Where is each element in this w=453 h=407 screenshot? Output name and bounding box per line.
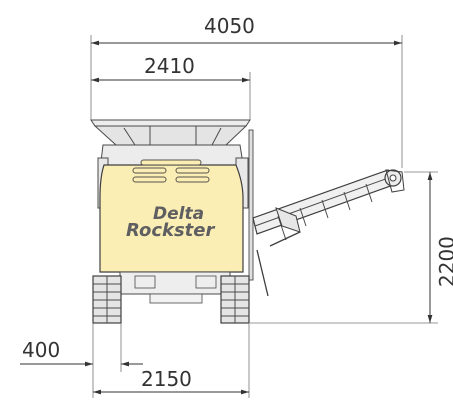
- dim-height: 2200: [427, 172, 453, 323]
- dim-overall-width-label: 4050: [204, 14, 255, 38]
- dim-track-gauge: 2150: [93, 367, 249, 395]
- brand-logo: Delta Rockster: [126, 204, 215, 241]
- side-pole: [248, 129, 269, 297]
- yellow-body-panel: Delta Rockster: [99, 159, 244, 273]
- vent-slots: [132, 159, 210, 183]
- dim-hopper-width-label: 2410: [144, 54, 195, 78]
- logo-line2: Rockster: [126, 220, 215, 241]
- dim-track-width-label: 400: [22, 338, 60, 362]
- machine: Delta Rockster: [90, 119, 405, 324]
- dim-track-width: 400: [20, 338, 143, 367]
- hopper: [90, 119, 251, 146]
- right-track: [220, 275, 250, 324]
- dim-hopper-width: 2410: [91, 54, 250, 83]
- dim-height-label: 2200: [435, 236, 453, 287]
- left-track: [92, 275, 122, 324]
- lower-chassis: [119, 271, 231, 304]
- dimensions: 4050 2410 2200 400 2150: [20, 14, 453, 398]
- logo-line1: Delta: [153, 204, 204, 224]
- side-conveyor: [252, 169, 405, 247]
- dim-overall-width: 4050: [91, 14, 402, 46]
- dim-track-gauge-label: 2150: [141, 367, 192, 391]
